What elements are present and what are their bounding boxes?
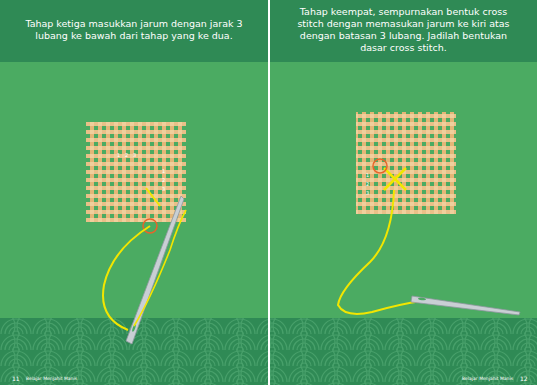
hole-number: 2	[162, 177, 165, 183]
stitch	[146, 188, 160, 206]
page-number: 11	[12, 375, 20, 382]
needle	[126, 196, 184, 344]
fabric-grid	[356, 112, 456, 214]
page-number: 12	[520, 375, 528, 382]
step-text: Tahap ketiga masukkan jarum dengan jarak…	[22, 18, 246, 42]
needle	[411, 296, 520, 315]
hole-number: 3	[133, 152, 136, 158]
wave-pattern	[270, 318, 537, 385]
hole-number: 2	[366, 181, 369, 187]
hole-number: 3	[366, 190, 369, 196]
hole-number: 3	[162, 186, 165, 192]
fabric-grid	[86, 122, 186, 222]
hole-number: 2	[125, 152, 128, 158]
footer-text: Belajar Menjahit Manis	[26, 376, 77, 382]
hole-marker	[373, 159, 387, 173]
step-text: Tahap keempat, sempurnakan bentuk cross …	[292, 6, 515, 54]
header-band: Tahap ketiga masukkan jarum dengan jarak…	[0, 0, 268, 62]
wave-pattern	[0, 318, 268, 385]
hole-number: 1	[162, 168, 165, 174]
cross-stitch	[384, 168, 406, 190]
hole-number: 1	[117, 152, 120, 158]
cross-stitch	[384, 168, 406, 190]
header-band: Tahap keempat, sempurnakan bentuk cross …	[270, 0, 537, 62]
thread	[338, 190, 422, 314]
thread	[134, 210, 186, 326]
page	[270, 0, 537, 385]
footer-text: Belajar Menjahit Manis	[462, 376, 513, 382]
hole-number: 1	[366, 172, 369, 178]
page	[0, 0, 268, 385]
needle-eye	[418, 297, 426, 300]
